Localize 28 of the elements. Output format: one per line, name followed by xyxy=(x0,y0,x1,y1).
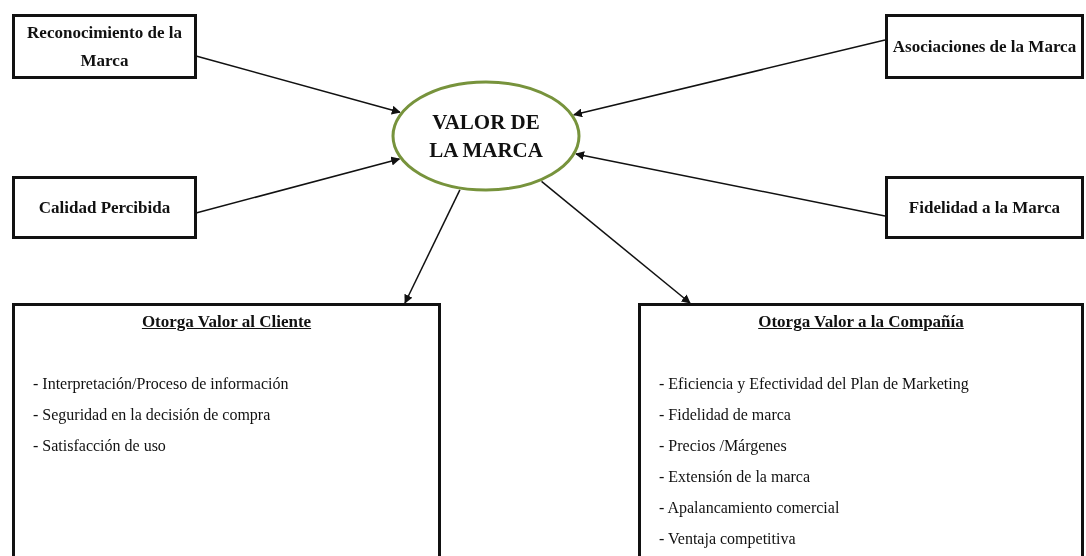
list-item: - Apalancamiento comercial xyxy=(659,498,841,519)
arrow xyxy=(195,156,401,214)
concept-box xyxy=(885,176,1084,239)
arrow xyxy=(195,55,401,115)
list-item: - Eficiencia y Efectividad del Plan de Marketing xyxy=(659,374,970,395)
list-heading: Otorga Valor al Cliente xyxy=(141,312,312,332)
list-item: - Satisfacción de uso xyxy=(33,436,167,456)
concept-box xyxy=(885,14,1084,79)
arrow xyxy=(573,39,886,118)
concept-box xyxy=(12,14,197,79)
list-box xyxy=(12,303,441,556)
ellipse-label: VALOR DE LA MARCA xyxy=(428,109,544,164)
box-label: Reconocimiento de la Marca xyxy=(26,21,183,72)
arrow xyxy=(404,189,461,304)
list-box xyxy=(638,303,1084,556)
list-item: - Precios /Márgenes xyxy=(659,436,788,457)
list-item: - Fidelidad de marca xyxy=(659,405,792,425)
arrow xyxy=(575,151,886,217)
list-item: - Interpretación/Proceso de información xyxy=(33,374,290,395)
concept-box xyxy=(12,176,197,239)
box-label: Calidad Percibida xyxy=(38,196,171,219)
box-label: Fidelidad a la Marca xyxy=(908,196,1061,219)
arrow xyxy=(540,180,691,304)
list-item: - Extensión de la marca xyxy=(659,467,812,487)
list-heading: Otorga Valor a la Compañía xyxy=(758,312,964,332)
list-item: - Seguridad en la decisión de compra xyxy=(33,405,272,426)
list-item: - Ventaja competitiva xyxy=(659,529,797,550)
box-label: Asociaciones de la Marca xyxy=(892,35,1077,58)
